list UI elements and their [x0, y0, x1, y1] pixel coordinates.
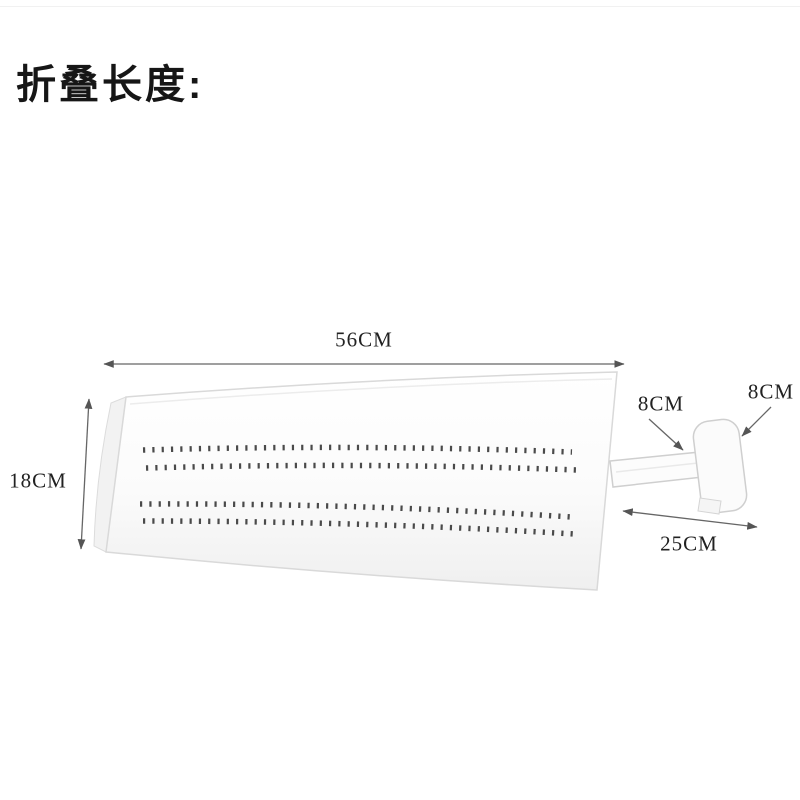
- bracket-foot: [697, 497, 722, 515]
- page-title: 折叠长度:: [16, 63, 205, 107]
- bracket-arm-crease: [615, 462, 699, 473]
- perforation-row: [139, 501, 572, 520]
- panel-left-fold: [93, 396, 127, 553]
- perforation-rows: [139, 444, 578, 537]
- dim-label-left-height: 18CM: [9, 468, 67, 493]
- dim-label-bracket-depth: 8CM: [637, 391, 685, 416]
- leader-bracket-depth: [648, 418, 684, 451]
- perforation-row: [142, 518, 575, 537]
- dimension-lines: [77, 360, 772, 550]
- top-divider: [0, 6, 800, 7]
- dimension-line-arm-length: [622, 508, 758, 530]
- dim-label-top-width: 56CM: [335, 327, 393, 352]
- dim-label-plate-width: 8CM: [747, 379, 795, 404]
- perforation-row: [145, 462, 578, 473]
- leader-plate-width: [741, 406, 772, 437]
- panel-face: [105, 371, 618, 591]
- perforation-row: [142, 444, 573, 455]
- bracket-arm: [609, 451, 704, 488]
- deflector-panel: [93, 371, 618, 591]
- mounting-bracket: [609, 418, 748, 515]
- dimension-line-left-height: [77, 398, 93, 550]
- panel-top-highlight: [129, 378, 613, 405]
- dim-label-arm-length: 25CM: [660, 531, 718, 556]
